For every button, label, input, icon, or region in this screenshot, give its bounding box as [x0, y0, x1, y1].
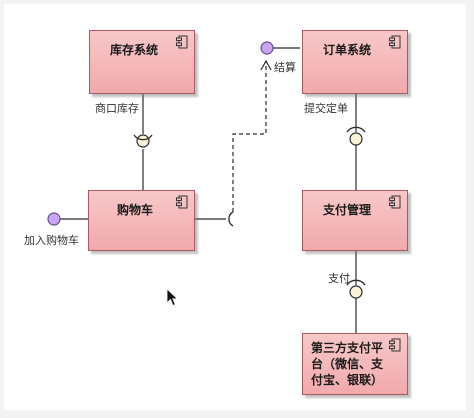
title-line-3: 付宝、银联）: [311, 373, 384, 387]
label-store-inventory: 商口库存: [95, 102, 139, 115]
component-title: 第三方支付平 台（微信、支 付宝、银联）: [311, 340, 383, 388]
payment-ball[interactable]: [349, 285, 363, 299]
component-inventory-system[interactable]: 库存系统: [89, 30, 195, 94]
store-inventory-ball[interactable]: [136, 134, 150, 148]
checkout-socket[interactable]: [228, 211, 234, 227]
component-payment-management[interactable]: 支付管理: [302, 190, 408, 251]
title-line-1: 第三方支付平: [311, 341, 384, 355]
component-icon: [389, 195, 401, 209]
label-submit-order: 提交定单: [304, 102, 348, 115]
label-payment: 支付: [328, 272, 350, 285]
component-icon: [389, 338, 401, 352]
add-to-cart-ball[interactable]: [47, 212, 61, 226]
submit-order-socket[interactable]: [346, 126, 366, 133]
store-inventory-socket[interactable]: [133, 134, 153, 141]
component-shopping-cart[interactable]: 购物车: [88, 190, 195, 251]
component-title: 支付管理: [323, 203, 372, 217]
label-add-to-cart: 加入购物车: [24, 234, 79, 247]
payment-socket[interactable]: [346, 279, 366, 286]
component-icon: [176, 195, 188, 209]
submit-order-ball[interactable]: [349, 132, 363, 146]
connector-layer: [47, 41, 366, 333]
component-icon: [389, 35, 401, 49]
dependency-arrowhead: [260, 59, 272, 71]
diagram-canvas: 库存系统 订单系统 购物车 支付管理 第三方支付平: [4, 4, 466, 410]
checkout-dashed-dependency[interactable]: [232, 62, 267, 212]
component-title: 购物车: [117, 203, 154, 217]
component-title: 库存系统: [110, 43, 159, 57]
checkout-ball[interactable]: [260, 41, 274, 55]
component-order-system[interactable]: 订单系统: [302, 30, 408, 94]
title-line-2: 台（微信、支: [311, 357, 384, 371]
component-third-party-payment[interactable]: 第三方支付平 台（微信、支 付宝、银联）: [302, 333, 408, 395]
component-icon: [176, 35, 188, 49]
component-title: 订单系统: [323, 43, 372, 57]
mouse-cursor-icon: [166, 288, 179, 307]
label-checkout: 结算: [274, 61, 296, 74]
